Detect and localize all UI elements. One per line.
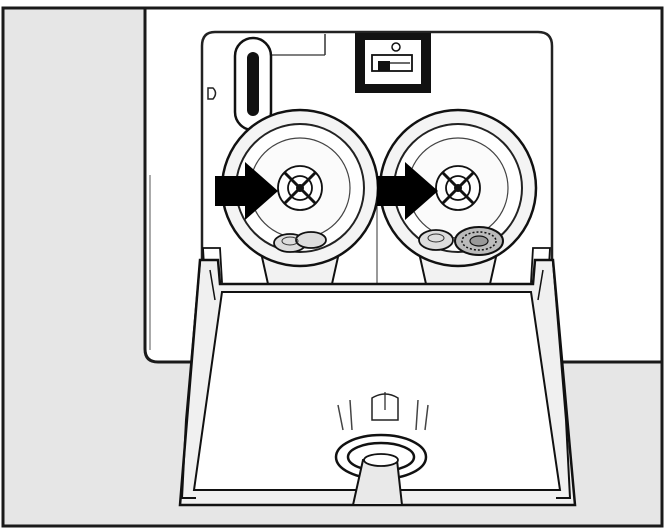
drain-hose-icon xyxy=(334,392,429,506)
latch-slot-inner xyxy=(247,52,259,116)
arrow-right-icon xyxy=(377,162,438,220)
service-flap xyxy=(178,258,577,507)
arrow-right-icon xyxy=(215,162,278,220)
small-tab xyxy=(207,87,217,100)
filter-cap-icon xyxy=(220,108,380,293)
filter-cap-icon xyxy=(378,108,538,293)
indicator-window-icon xyxy=(355,33,431,93)
